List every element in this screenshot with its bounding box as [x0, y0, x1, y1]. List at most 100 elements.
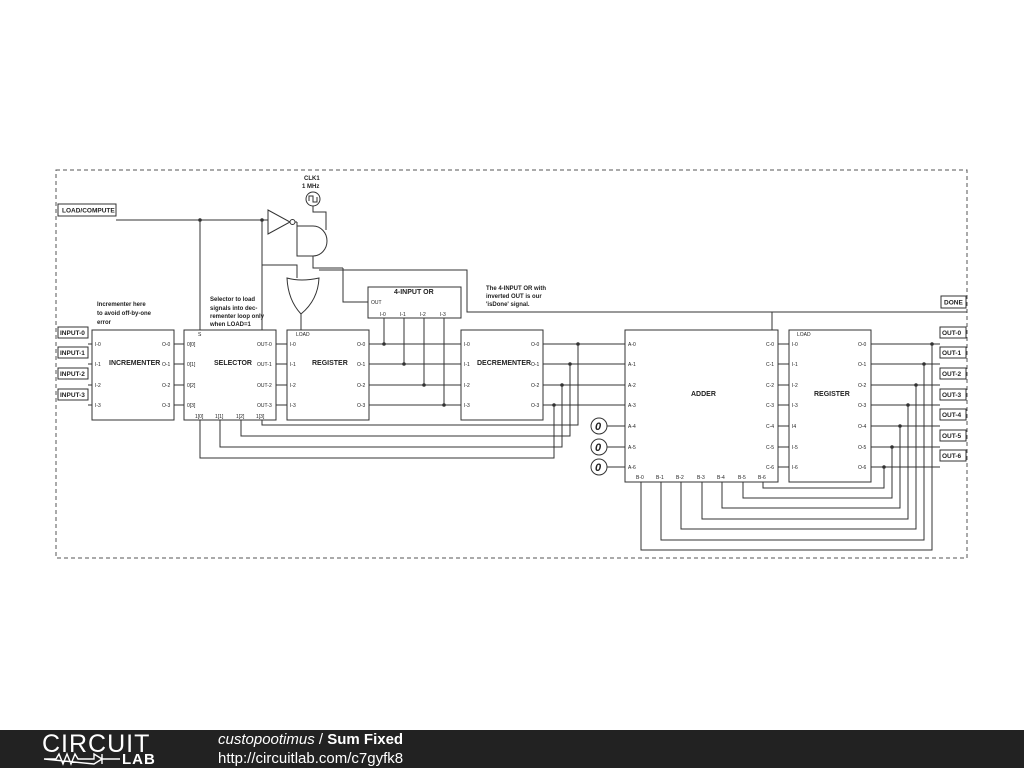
clock-wave-icon [308, 195, 318, 203]
svg-text:ADDER: ADDER [691, 391, 716, 398]
svg-text:INPUT-0: INPUT-0 [60, 330, 85, 337]
svg-text:'isDone' signal.: 'isDone' signal. [486, 302, 530, 308]
svg-text:B-3: B-3 [697, 475, 705, 481]
svg-text:OUT-0: OUT-0 [257, 342, 272, 348]
port-input-3[interactable]: INPUT-3 [57, 388, 89, 401]
svg-text:B-1: B-1 [656, 475, 664, 481]
svg-text:OUT-0: OUT-0 [942, 330, 962, 337]
author-link[interactable]: custopootimus [218, 731, 315, 748]
constant-zero-a4[interactable]: 0 [590, 417, 608, 435]
svg-text:I-1: I-1 [464, 362, 470, 368]
svg-text:Incrementer here: Incrementer here [97, 302, 146, 308]
svg-text:1[2]: 1[2] [236, 414, 245, 420]
svg-text:O-3: O-3 [162, 403, 171, 409]
or-gate[interactable] [286, 277, 320, 315]
svg-text:C-0: C-0 [766, 342, 774, 348]
circuit-title[interactable]: Sum Fixed [327, 731, 404, 748]
svg-text:0[0]: 0[0] [187, 342, 196, 348]
circuitlab-logo[interactable]: CIRCUIT LAB [42, 732, 182, 768]
block-incrementer[interactable]: INCREMENTER I-0 I-1 I-2 I-3 O-0 O-1 O-2 … [91, 329, 175, 421]
svg-text:I-3: I-3 [95, 403, 101, 409]
svg-text:A-4: A-4 [628, 424, 636, 430]
svg-text:O-2: O-2 [357, 383, 366, 389]
constant-zero-a5[interactable]: 0 [590, 438, 608, 456]
svg-text:0[3]: 0[3] [187, 403, 196, 409]
note-or: The 4-INPUT OR with inverted OUT is our … [486, 286, 546, 308]
port-out-6[interactable]: OUT-6 [939, 449, 967, 462]
svg-text:LOAD/COMPUTE: LOAD/COMPUTE [62, 208, 115, 215]
svg-text:O-0: O-0 [162, 342, 171, 348]
block-decrementer[interactable]: DECREMENTER I-0 I-1 I-2 I-3 O-0 O-1 O-2 … [460, 329, 544, 421]
svg-text:C-3: C-3 [766, 403, 774, 409]
svg-text:I-0: I-0 [95, 342, 101, 348]
svg-text:INCREMENTER: INCREMENTER [109, 360, 160, 367]
svg-text:I-0: I-0 [380, 312, 386, 318]
svg-text:C-5: C-5 [766, 445, 774, 451]
svg-text:I-2: I-2 [290, 383, 296, 389]
svg-text:SELECTOR: SELECTOR [214, 360, 252, 367]
block-selector[interactable]: SELECTOR S 0[0] 0[1] 0[2] 0[3] OUT-0 OUT… [183, 329, 277, 421]
svg-text:I-0: I-0 [464, 342, 470, 348]
svg-text:0: 0 [595, 421, 602, 433]
block-register-2[interactable]: REGISTER LOAD I-0 I-1 I-2 I-3 I4 I-5 I-6… [788, 329, 872, 483]
block-or4[interactable]: 4-INPUT OR OUT I-0 I-1 I-2 I-3 [367, 286, 462, 319]
not-gate[interactable] [267, 209, 296, 235]
svg-text:OUT-4: OUT-4 [942, 412, 962, 419]
svg-text:O-5: O-5 [858, 445, 867, 451]
svg-text:O-2: O-2 [858, 383, 867, 389]
svg-text:I-0: I-0 [792, 342, 798, 348]
svg-text:I-1: I-1 [95, 362, 101, 368]
junction-dots [198, 218, 934, 469]
svg-text:OUT-2: OUT-2 [942, 371, 962, 378]
output-ports: OUT-0 OUT-1 OUT-2 OUT-3 OUT-4 OUT-5 OUT-… [939, 326, 967, 462]
and-gate[interactable] [296, 225, 328, 257]
svg-text:I-6: I-6 [792, 465, 798, 471]
port-out-2[interactable]: OUT-2 [939, 367, 967, 380]
svg-text:O-1: O-1 [357, 362, 366, 368]
circuit-meta: custopootimus / Sum Fixed http://circuit… [218, 730, 403, 768]
note-incrementer: Incrementer here to avoid off-by-one err… [97, 302, 152, 326]
svg-text:I-1: I-1 [792, 362, 798, 368]
svg-text:I-1: I-1 [290, 362, 296, 368]
schematic-canvas[interactable]: LOAD/COMPUTE DONE INPUT-0 INPUT-1 INPUT-… [0, 0, 1024, 730]
port-done[interactable]: DONE [940, 295, 967, 309]
svg-text:I-0: I-0 [290, 342, 296, 348]
constant-zero-a6[interactable]: 0 [590, 458, 608, 476]
port-out-4[interactable]: OUT-4 [939, 408, 967, 421]
resistor-diode-icon [43, 752, 120, 766]
svg-text:O-1: O-1 [531, 362, 540, 368]
svg-text:INPUT-3: INPUT-3 [60, 392, 85, 399]
port-input-2[interactable]: INPUT-2 [57, 367, 89, 380]
svg-text:I-3: I-3 [464, 403, 470, 409]
svg-text:OUT-1: OUT-1 [257, 362, 272, 368]
port-out-3[interactable]: OUT-3 [939, 388, 967, 401]
block-adder[interactable]: ADDER A-0 A-1 A-2 A-3 A-4 A-5 A-6 C-0 C-… [624, 329, 779, 483]
port-out-1[interactable]: OUT-1 [939, 346, 967, 359]
svg-text:OUT-5: OUT-5 [942, 433, 962, 440]
svg-text:REGISTER: REGISTER [814, 391, 850, 398]
svg-text:A-0: A-0 [628, 342, 636, 348]
svg-text:C-2: C-2 [766, 383, 774, 389]
svg-text:O-0: O-0 [531, 342, 540, 348]
port-input-1[interactable]: INPUT-1 [57, 346, 89, 359]
circuit-url[interactable]: http://circuitlab.com/c7gyfk8 [218, 750, 404, 767]
svg-text:0[1]: 0[1] [187, 362, 196, 368]
clock-source[interactable]: CLK1 1 MHz [302, 176, 321, 207]
port-out-0[interactable]: OUT-0 [939, 326, 967, 339]
svg-text:O-2: O-2 [162, 383, 171, 389]
port-load-compute[interactable]: LOAD/COMPUTE [57, 203, 117, 217]
footer-bar: CIRCUIT LAB custopootimus / Sum Fixed ht… [0, 730, 1024, 768]
svg-text:REGISTER: REGISTER [312, 360, 348, 367]
svg-text:I-3: I-3 [440, 312, 446, 318]
circuit-boundary [55, 169, 968, 559]
port-input-0[interactable]: INPUT-0 [57, 326, 89, 339]
svg-text:O-3: O-3 [858, 403, 867, 409]
block-register-1[interactable]: REGISTER LOAD I-0 I-1 I-2 I-3 O-0 O-1 O-… [286, 329, 370, 421]
svg-text:error: error [97, 320, 112, 326]
port-out-5[interactable]: OUT-5 [939, 429, 967, 442]
svg-text:I-2: I-2 [792, 383, 798, 389]
svg-text:when LOAD=1: when LOAD=1 [209, 322, 252, 328]
svg-text:C-6: C-6 [766, 465, 774, 471]
svg-text:B-4: B-4 [717, 475, 725, 481]
svg-text:I-3: I-3 [792, 403, 798, 409]
